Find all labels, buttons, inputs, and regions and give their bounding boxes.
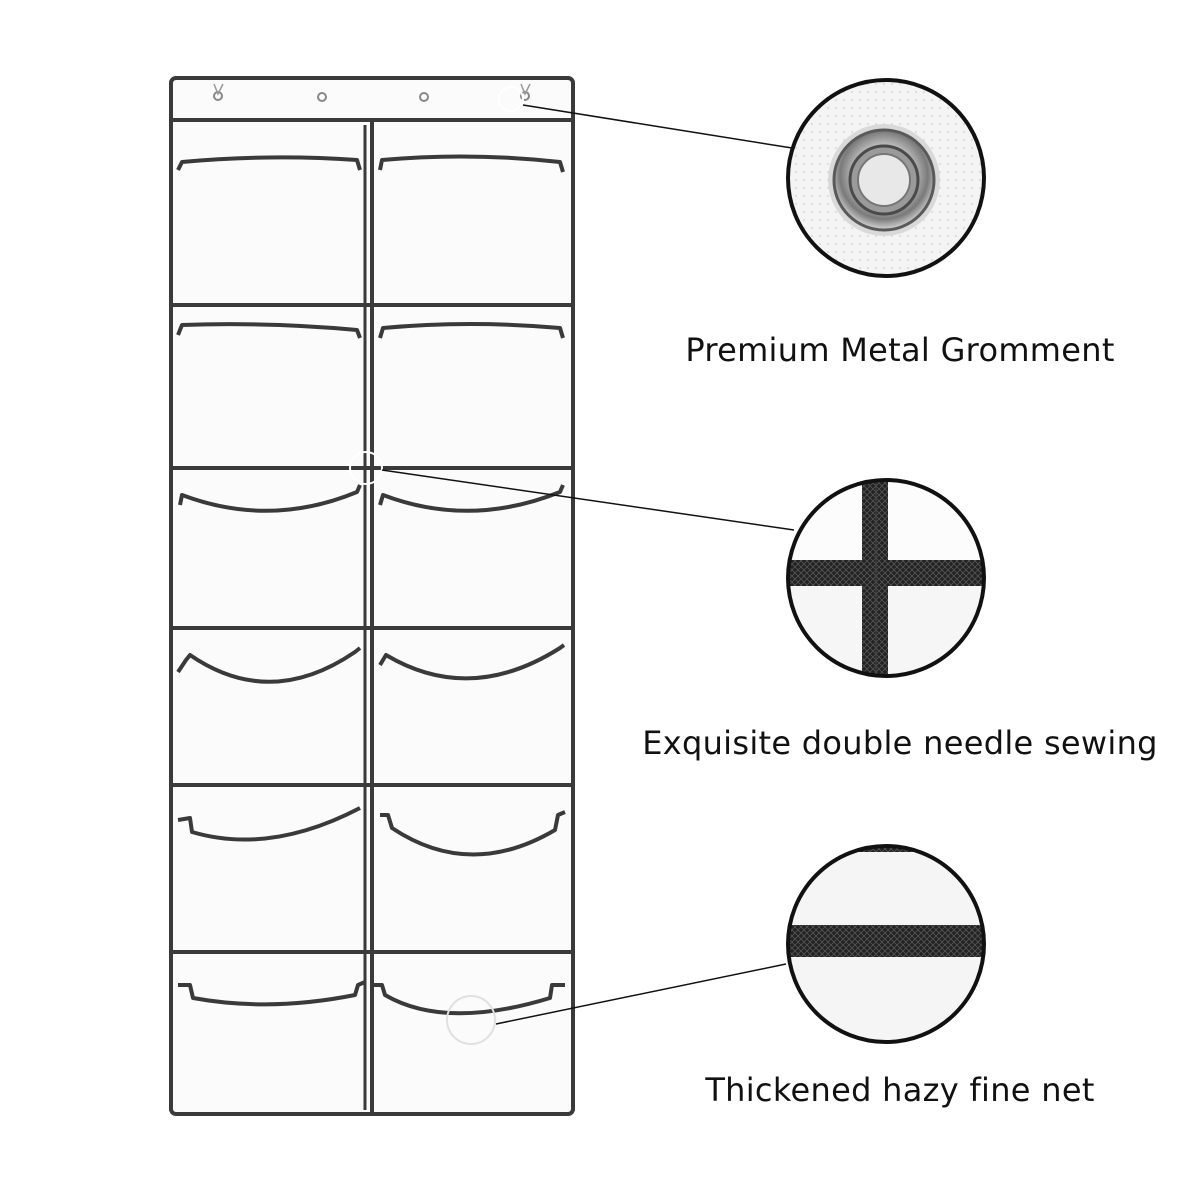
pocket-rim [380,810,566,857]
pocket-rim [378,484,565,513]
pocket-rim [178,980,366,1007]
pocket-rim [378,154,565,173]
callout-marker [446,995,496,1045]
pocket-rim [178,484,362,513]
pocket-rims [176,154,566,1016]
pocket-rim [372,983,565,1016]
feature-label-sewing: Exquisite double needle sewing [642,724,1158,762]
grommet-closeup-icon [786,78,986,278]
pocket-rim [378,322,565,339]
grommet-icon [317,92,327,102]
edge-binding-closeup-icon [786,844,986,1044]
pocket-rim [177,806,361,842]
feature-label-grommet: Premium Metal Gromment [685,331,1115,369]
hook-icon [213,83,224,96]
callout-marker [349,451,383,485]
grommet-icon [419,92,429,102]
feature-label-net: Thickened hazy fine net [705,1071,1095,1109]
hook-icon [520,83,531,96]
callout-marker [498,86,524,112]
stitch-cross-closeup-icon [786,478,986,678]
pocket-rim [176,155,362,171]
pocket-rim [378,643,566,681]
pocket-rim [176,646,362,684]
shoe-organizer [169,76,575,1116]
row-seams [171,303,573,954]
pocket-rim [176,322,362,339]
leader-lines [381,104,795,1025]
